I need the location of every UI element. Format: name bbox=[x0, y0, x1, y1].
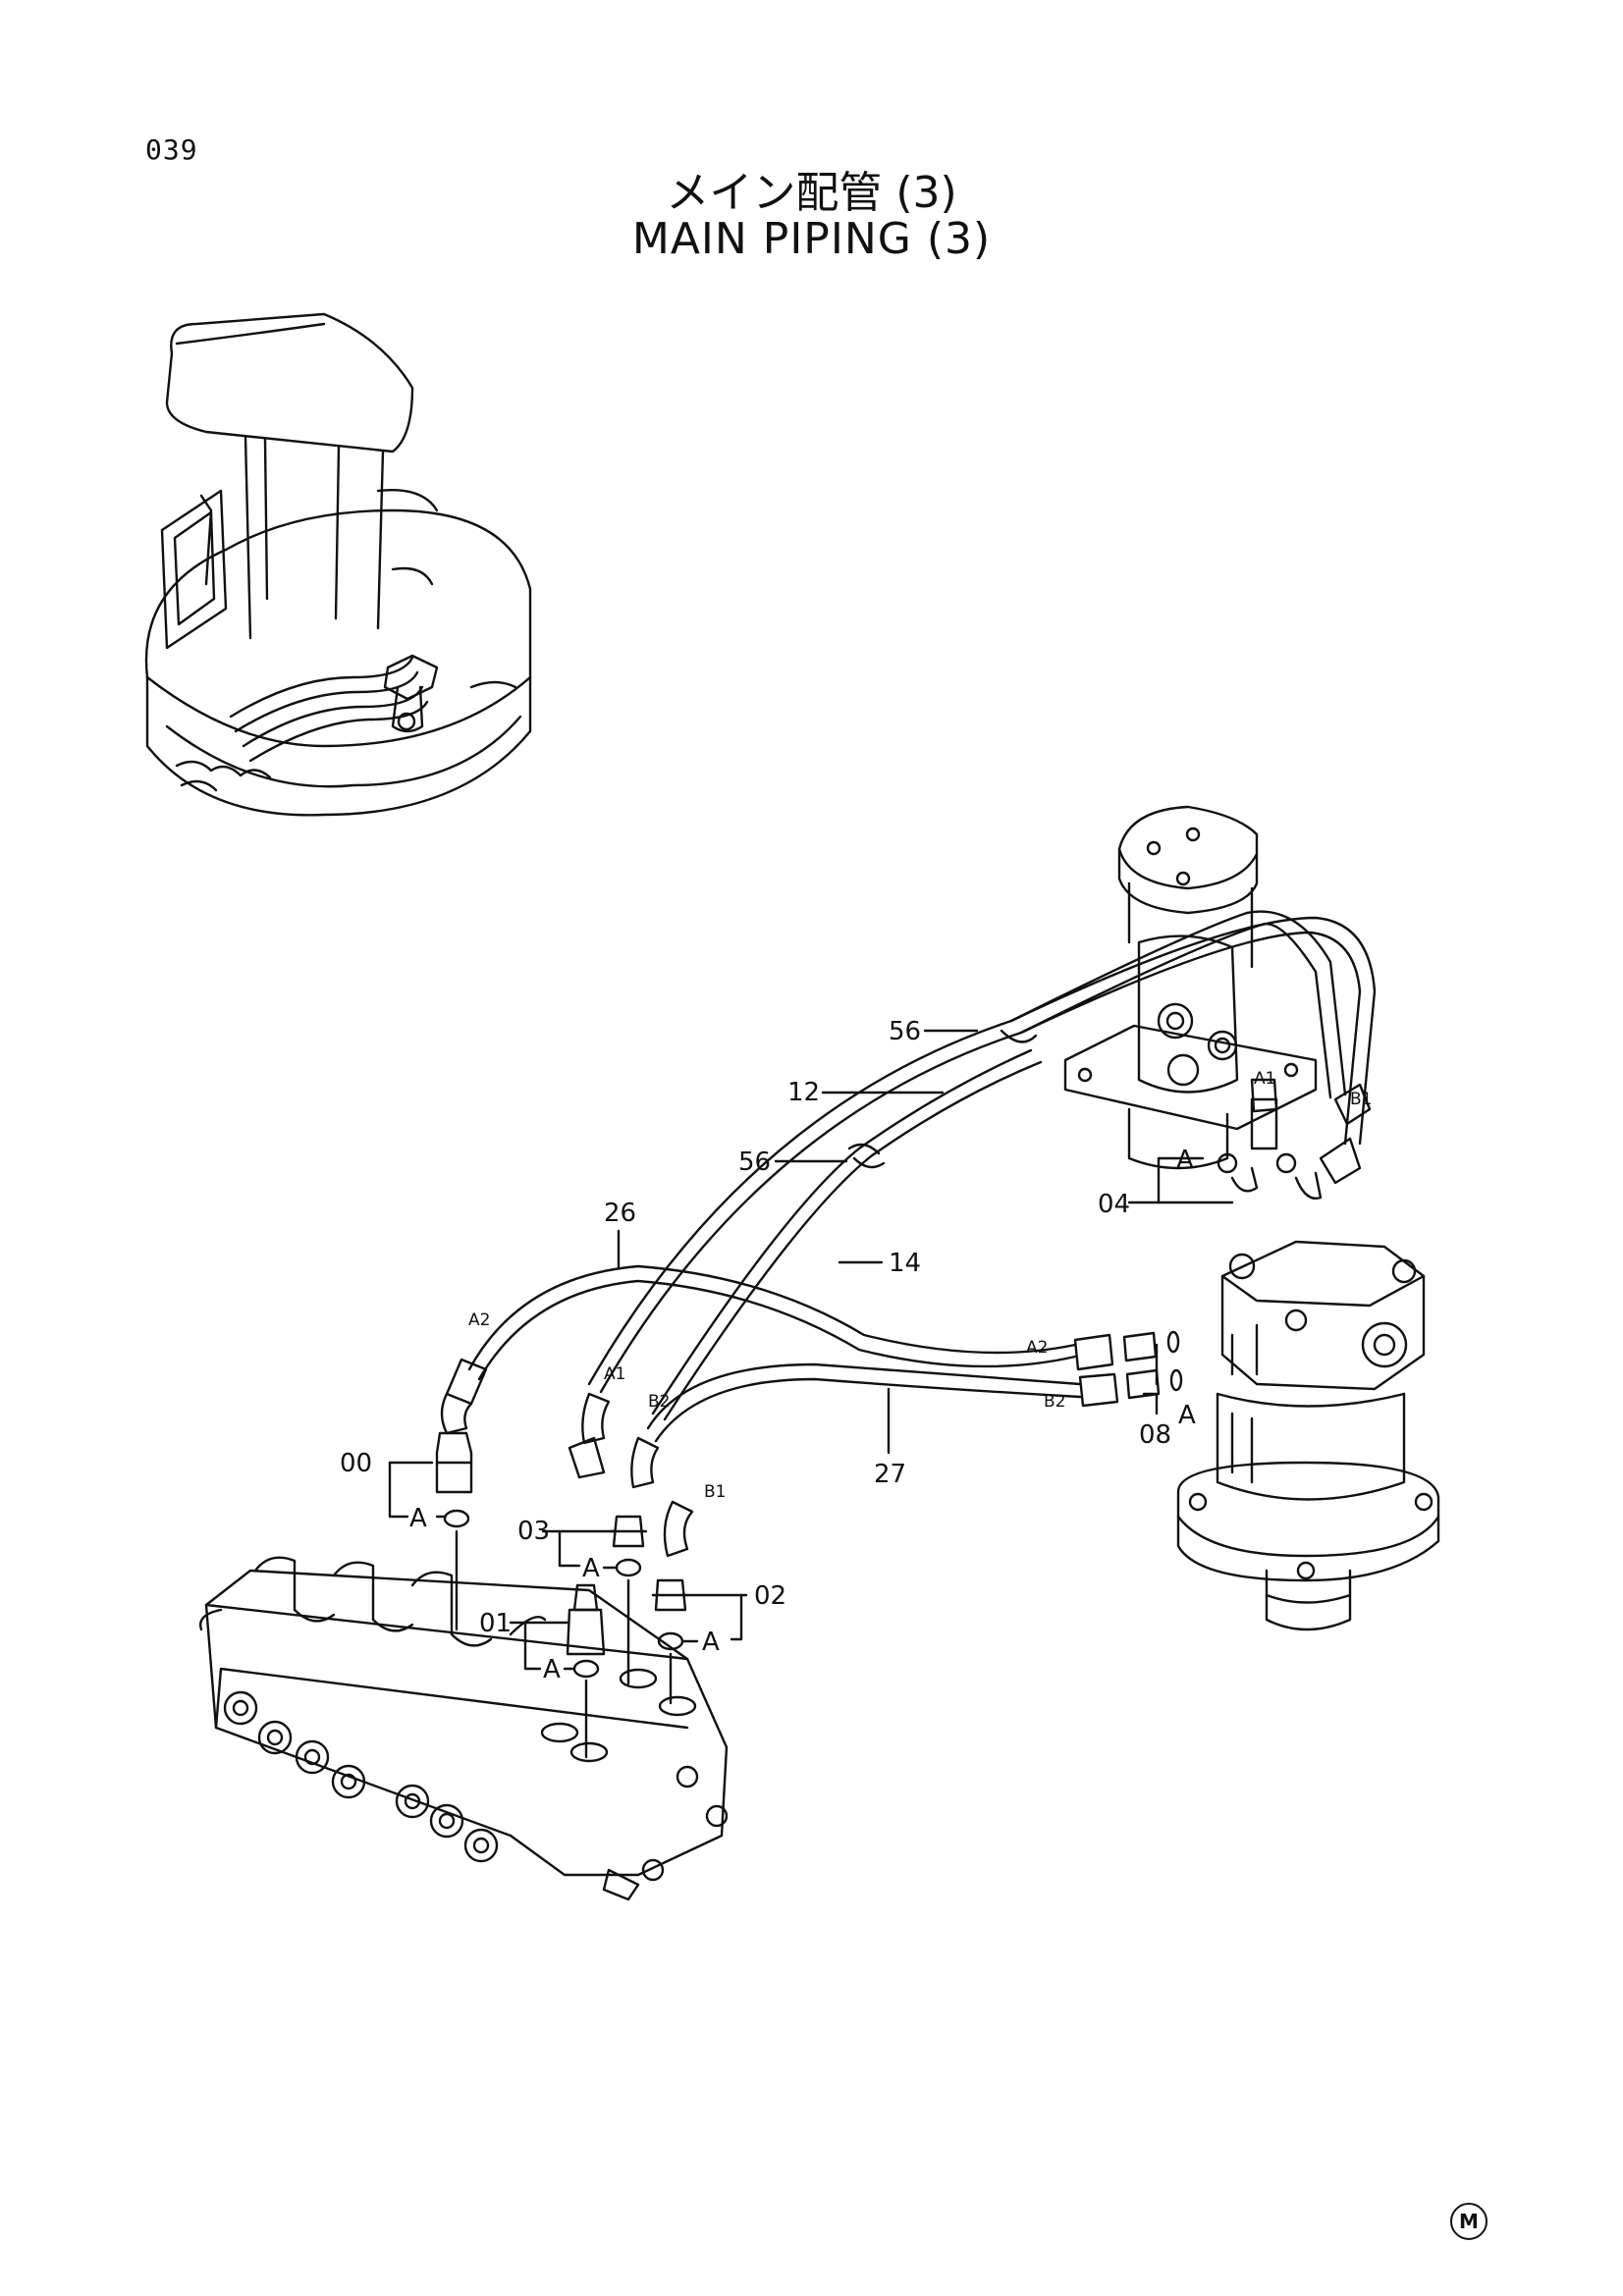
detail-label-a-00: A bbox=[409, 1504, 427, 1533]
leader-lines bbox=[388, 1029, 1234, 1671]
detail-label-a-02: A bbox=[702, 1628, 720, 1657]
valve-adapters bbox=[435, 1431, 689, 1759]
port-label-valve-a2: A2 bbox=[468, 1310, 490, 1330]
part-label-02: 02 bbox=[754, 1581, 786, 1611]
part-label-26: 26 bbox=[604, 1199, 636, 1228]
port-label-valve-a1: A1 bbox=[604, 1364, 625, 1384]
detail-label-a-03: A bbox=[582, 1554, 600, 1583]
swing-motor-illustration bbox=[1176, 1240, 1440, 1631]
part-label-01: 01 bbox=[479, 1609, 512, 1638]
port-label-valve-b2: B2 bbox=[648, 1392, 670, 1412]
machine-overview-illustration bbox=[144, 312, 532, 817]
part-label-12: 12 bbox=[787, 1078, 820, 1107]
corner-mark: M bbox=[1450, 2203, 1488, 2240]
callout-labels: 00 03 01 02 04 08 12 14 26 27 56 56 A A … bbox=[340, 1017, 1372, 1684]
detail-label-a-08: A bbox=[1178, 1401, 1196, 1430]
port-label-swivel-b1: B1 bbox=[1350, 1090, 1372, 1109]
part-label-03: 03 bbox=[517, 1517, 550, 1546]
part-label-56-upper: 56 bbox=[889, 1017, 921, 1046]
part-label-00: 00 bbox=[340, 1449, 372, 1478]
port-label-swivel-a1: A1 bbox=[1254, 1069, 1275, 1089]
part-label-14: 14 bbox=[889, 1249, 921, 1278]
detail-label-a-04: A bbox=[1176, 1146, 1194, 1175]
part-label-27: 27 bbox=[874, 1460, 906, 1489]
page-title-japanese: メイン配管 (3) bbox=[666, 168, 957, 218]
port-label-motor-b2: B2 bbox=[1044, 1392, 1065, 1412]
part-label-56-lower: 56 bbox=[738, 1148, 771, 1177]
swivel-joint-illustration bbox=[1063, 805, 1362, 1200]
control-valve-illustration bbox=[199, 1556, 729, 1901]
port-label-valve-b1: B1 bbox=[704, 1482, 726, 1502]
part-label-04: 04 bbox=[1098, 1190, 1130, 1219]
hose-assemblies bbox=[467, 910, 1377, 1443]
port-label-motor-a2: A2 bbox=[1026, 1338, 1048, 1358]
page-title-english: MAIN PIPING (3) bbox=[631, 214, 992, 264]
page-number: 039 bbox=[145, 133, 198, 166]
detail-label-a-01: A bbox=[543, 1655, 561, 1684]
part-label-08: 08 bbox=[1139, 1420, 1171, 1450]
